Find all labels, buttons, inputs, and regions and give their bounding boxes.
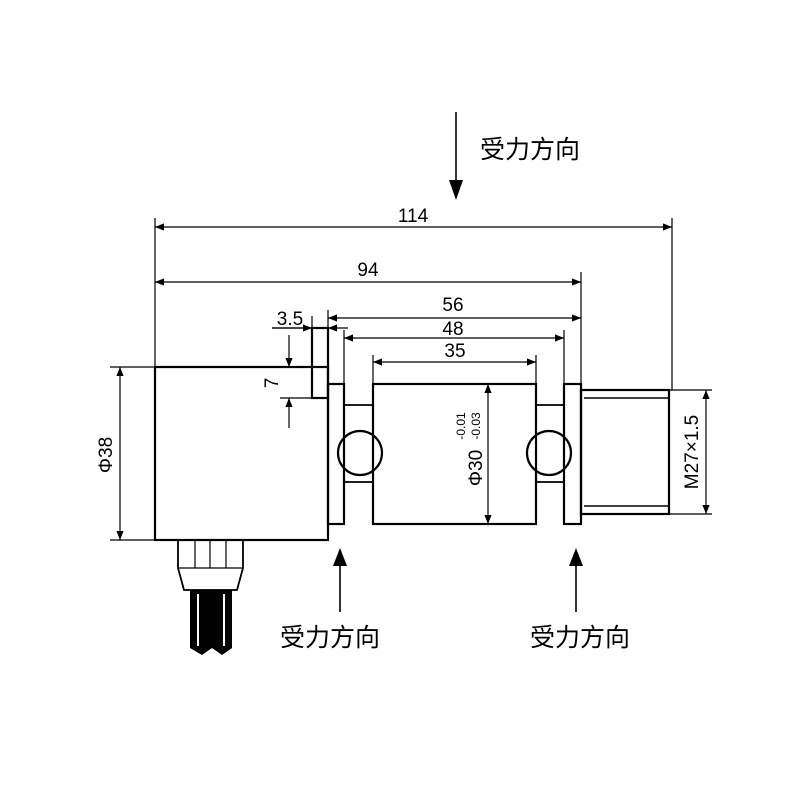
dim-step-height [280, 335, 312, 428]
ball-left [336, 429, 384, 477]
force-arrow-top [449, 112, 463, 200]
dim-56-label: 56 [442, 295, 463, 316]
dim-phi30-label: Φ30 [466, 450, 487, 486]
force-arrow-left [333, 548, 347, 612]
main-body [153, 365, 330, 542]
dim-7-label: 7 [262, 378, 283, 389]
dim-phi30-tol-lower: -0.03 [469, 412, 483, 440]
dim-center-length [372, 355, 537, 384]
left-flange [326, 382, 346, 526]
bearing-races [344, 404, 564, 483]
right-flange [562, 382, 583, 526]
dim-94-label: 94 [357, 260, 379, 281]
dim-flange-thickness [272, 316, 348, 332]
dim-thread-label: M27×1.5 [682, 415, 703, 489]
dim-48-label: 48 [442, 319, 463, 340]
dim-overall-length [154, 218, 673, 390]
dim-outer-span [327, 310, 581, 384]
force-arrow-right [569, 548, 583, 612]
dim-body-diameter [110, 366, 155, 541]
step-plate [310, 326, 330, 400]
cable-gland [177, 539, 244, 591]
force-direction-label-left: 受力方向 [280, 623, 380, 652]
center-sleeve [371, 382, 538, 526]
dim-thread [669, 389, 712, 515]
dim-body-length [155, 272, 582, 384]
cable [190, 590, 232, 655]
dim-35-label: 35 [444, 341, 465, 362]
ball-right [525, 429, 573, 477]
threaded-stud [579, 388, 671, 516]
dim-phi38-label: Φ38 [96, 437, 117, 473]
dim-3-5-label: 3.5 [277, 309, 303, 330]
dim-phi30-tol-upper: -0.01 [454, 412, 468, 440]
force-direction-label-right: 受力方向 [530, 623, 630, 652]
dim-inner-span [343, 330, 565, 384]
force-direction-label-top: 受力方向 [480, 135, 580, 164]
dim-114-label: 114 [398, 206, 429, 227]
